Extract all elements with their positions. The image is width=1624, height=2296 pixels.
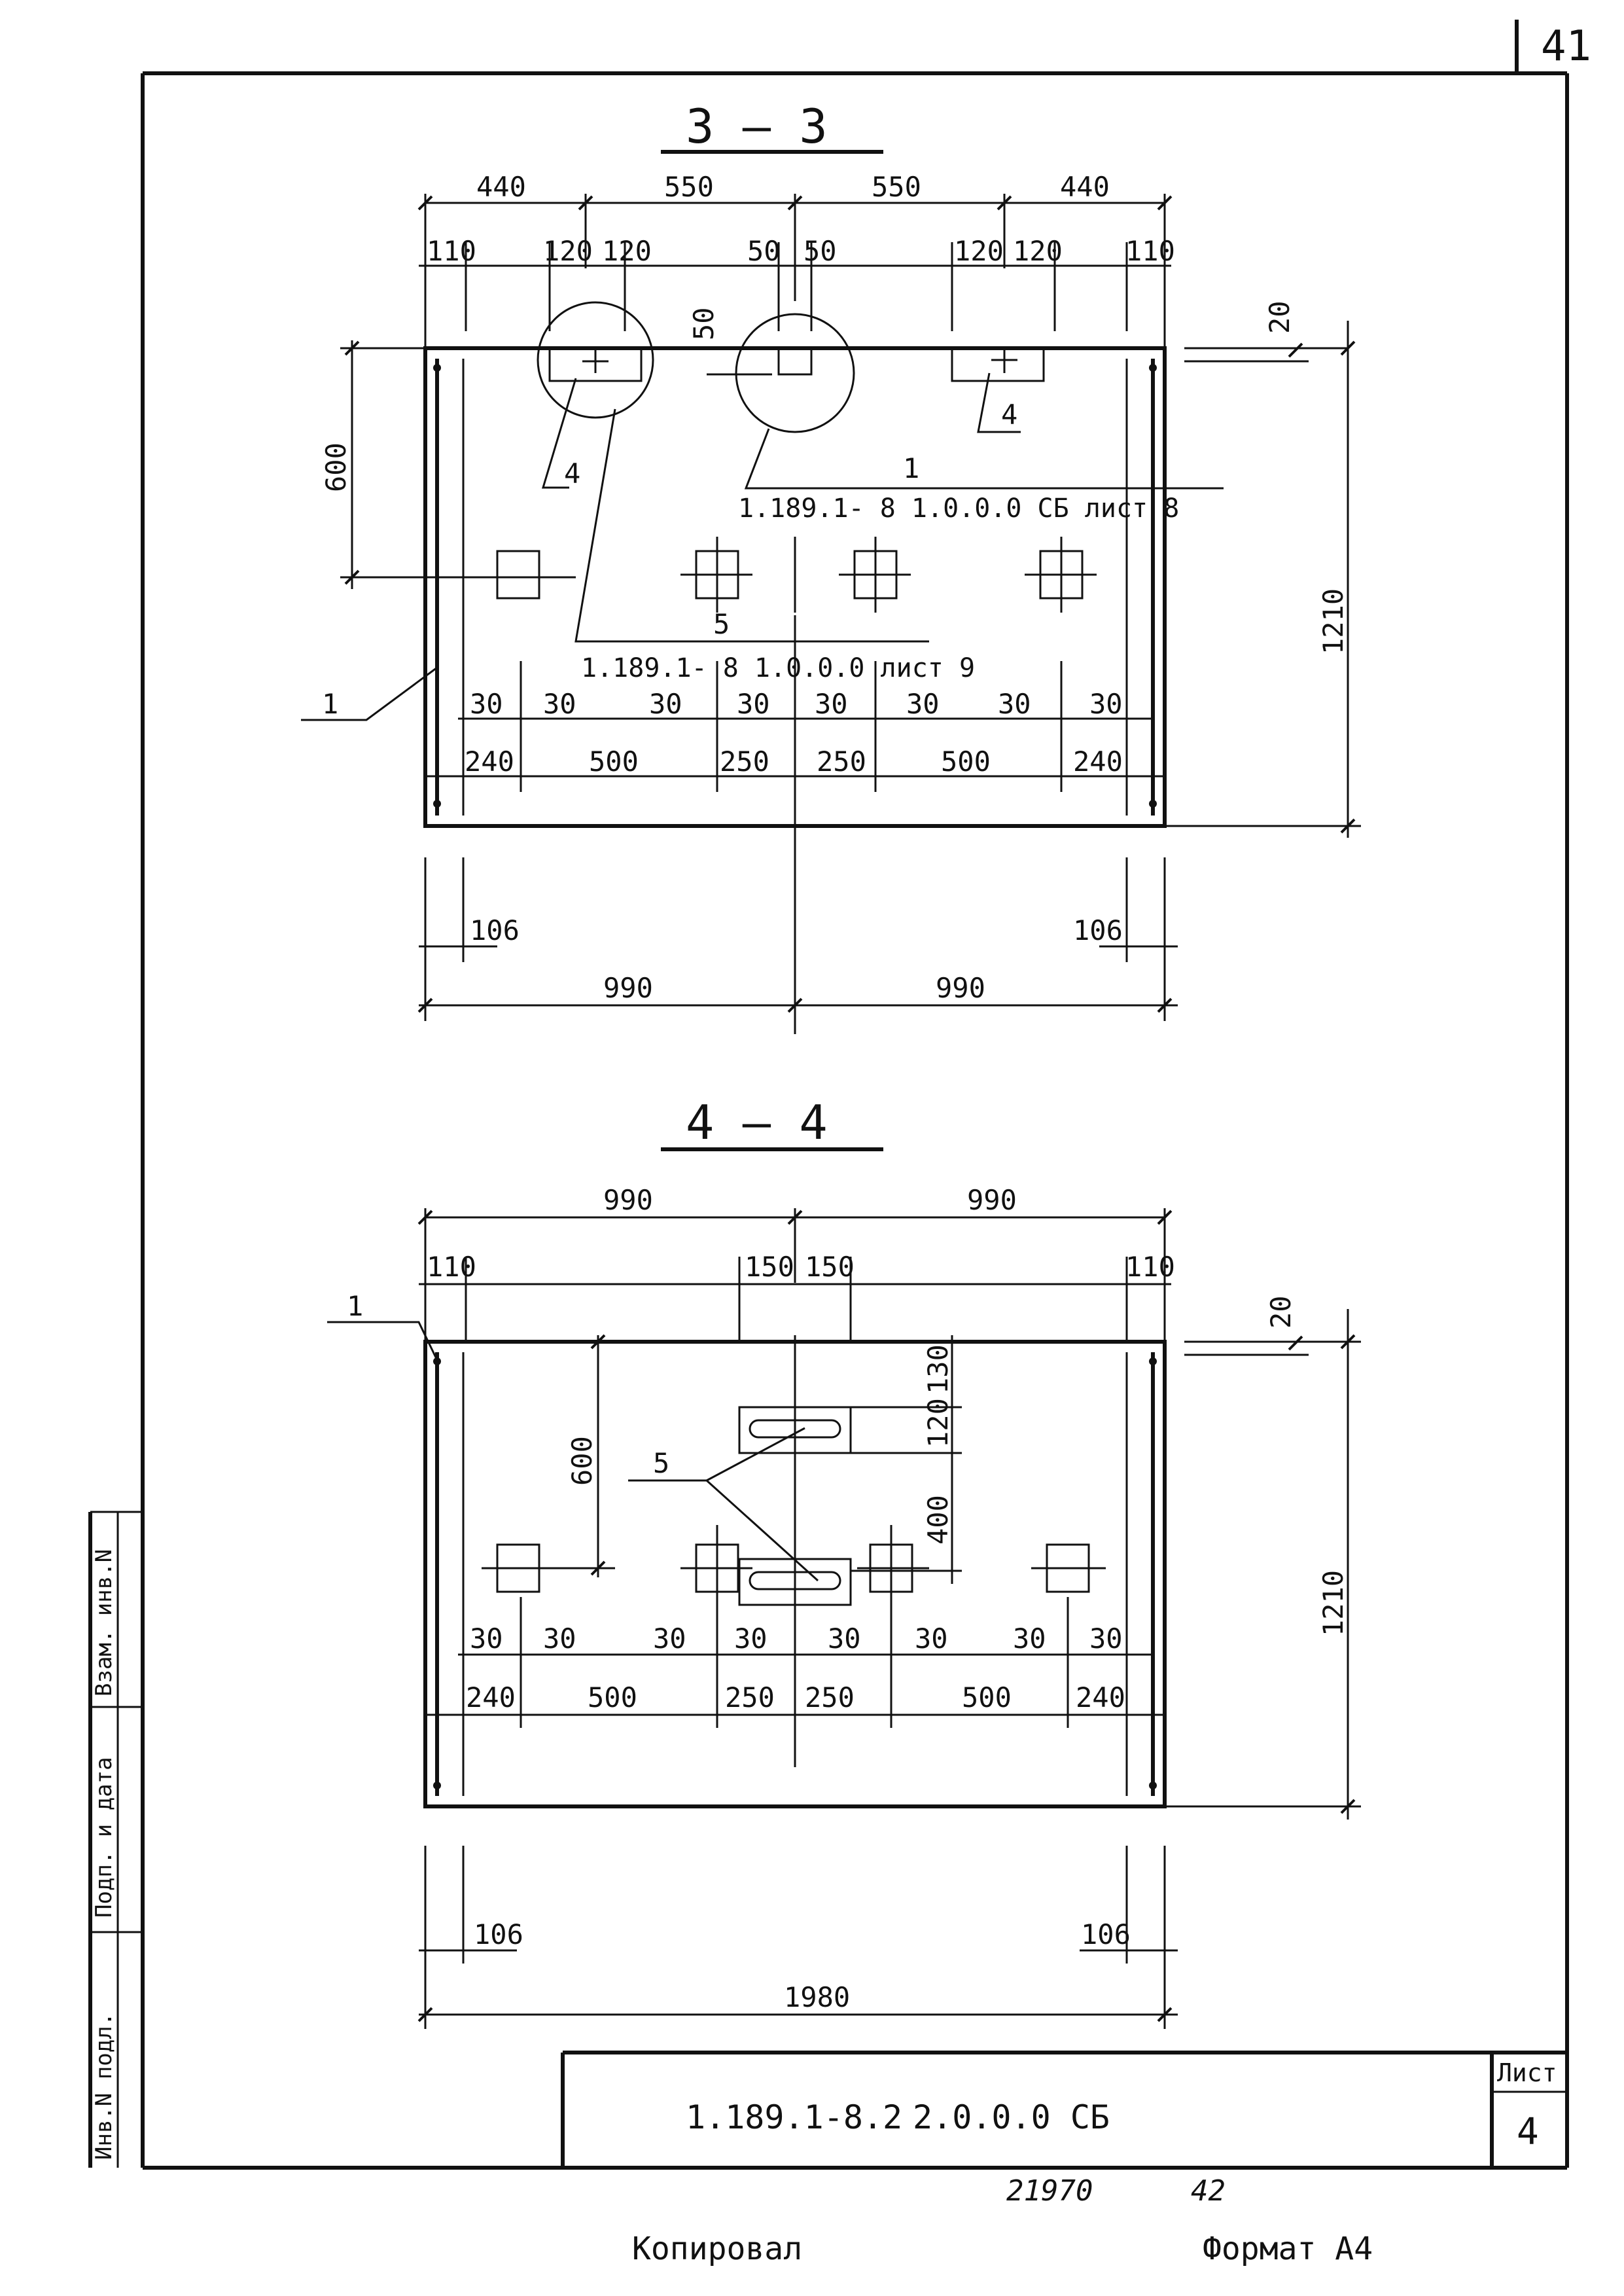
label-3-3-5: 5 — [713, 608, 730, 640]
section-3-3: 3 — 3 440 550 550 440 — [301, 99, 1361, 1034]
assembly-code: 2.0.0.0 СБ — [913, 2098, 1110, 2136]
ref-3-3-1: 1.189.1- 8 1.0.0.0 СБ лист 8 — [738, 493, 1179, 524]
dim-3-3-sub-7: 120 — [1013, 235, 1063, 267]
dim-4-4-sub-3: 150 — [805, 1251, 855, 1283]
dim-4-4-row-3: 250 — [725, 1681, 775, 1713]
dim-4-4-row-2: 500 — [588, 1681, 637, 1713]
dim-3-3-30-1: 30 — [470, 688, 503, 720]
sheet-number: 41 — [1541, 22, 1591, 71]
dim-3-3-top-1: 440 — [476, 171, 526, 203]
list-label: Лист — [1497, 2058, 1557, 2087]
dim-4-4-106-right: 106 — [1081, 1918, 1131, 1950]
side-stamp-podp-data: Подп. и дата — [91, 1757, 117, 1918]
dim-3-3-30-8: 30 — [1089, 688, 1123, 720]
dim-4-4-106-left: 106 — [474, 1918, 523, 1950]
dim-4-4-600: 600 — [566, 1436, 598, 1486]
dim-4-4-row-4: 250 — [805, 1681, 855, 1713]
dim-4-4-120: 120 — [922, 1398, 954, 1448]
dim-4-4-row-5: 500 — [962, 1681, 1012, 1713]
dim-3-3-50: 50 — [688, 307, 720, 340]
dim-4-4-sub-1: 110 — [427, 1251, 476, 1283]
side-stamp-inv-podl: Инв.N подл. — [91, 2013, 117, 2160]
dim-3-3-sub-8: 110 — [1125, 235, 1175, 267]
label-3-3-4b: 4 — [1001, 399, 1017, 431]
dim-4-4-130: 130 — [922, 1344, 954, 1394]
dim-4-4-30-2: 30 — [543, 1623, 576, 1655]
dim-3-3-30-3: 30 — [649, 688, 682, 720]
dim-4-4-30-6: 30 — [915, 1623, 948, 1655]
label-3-3-4a: 4 — [564, 457, 580, 490]
dim-3-3-row-2: 500 — [589, 745, 639, 778]
ref-3-3-5: 1.189.1- 8 1.0.0.0 лист 9 — [581, 653, 975, 683]
side-stamp: Инв.N подл. Подп. и дата Взам. инв.N — [88, 1511, 143, 2168]
dim-4-4-30-4: 30 — [734, 1623, 768, 1655]
dim-3-3-600: 600 — [320, 442, 352, 492]
dim-3-3-106-right: 106 — [1073, 914, 1123, 946]
label-3-3-1: 1 — [322, 688, 338, 720]
dim-3-3-row-1: 240 — [465, 745, 514, 778]
dim-3-3-row-3: 250 — [720, 745, 769, 778]
dim-4-4-30-7: 30 — [1013, 1623, 1046, 1655]
dim-4-4-1210: 1210 — [1317, 1570, 1349, 1636]
section-4-4-title: 4 — 4 — [686, 1095, 828, 1150]
dim-3-3-top-2: 550 — [664, 171, 714, 203]
section-3-3-title: 3 — 3 — [686, 99, 828, 154]
side-stamp-vzam-inv: Взам. инв.N — [91, 1549, 117, 1696]
dim-3-3-106-left: 106 — [470, 914, 520, 946]
dim-3-3-row-4: 250 — [817, 745, 866, 778]
dim-4-4-sub-4: 110 — [1125, 1251, 1175, 1283]
dim-3-3-sub-6: 120 — [954, 235, 1004, 267]
dim-3-3-sub-1: 110 — [427, 235, 476, 267]
dim-4-4-20: 20 — [1265, 1295, 1297, 1329]
dim-3-3-sub-2: 120 — [543, 235, 593, 267]
dim-3-3-bottom-2: 990 — [936, 972, 985, 1004]
label-4-4-1: 1 — [347, 1290, 363, 1322]
dim-4-4-400: 400 — [922, 1495, 954, 1545]
dim-3-3-row-5: 500 — [941, 745, 991, 778]
dim-3-3-bottom-1: 990 — [603, 972, 653, 1004]
drawing-code: 1.189.1-8.2 — [686, 2098, 902, 2136]
sheet-frame — [141, 20, 1569, 2170]
label-4-4-5: 5 — [653, 1447, 669, 1479]
dim-4-4-sub-2: 150 — [745, 1251, 794, 1283]
stamp-page: 42 — [1191, 2174, 1226, 2208]
dim-4-4-30-3: 30 — [653, 1623, 686, 1655]
dim-3-3-top-3: 550 — [872, 171, 921, 203]
dim-3-3-sub-3: 120 — [602, 235, 652, 267]
dim-3-3-30-5: 30 — [815, 688, 848, 720]
stamp-number: 21970 — [1006, 2174, 1093, 2208]
section-4-4: 4 — 4 990 990 110 150 150 110 — [327, 1095, 1361, 2029]
dim-3-3-1210: 1210 — [1317, 588, 1349, 655]
dim-4-4-top-2: 990 — [967, 1184, 1017, 1216]
dim-4-4-row-6: 240 — [1076, 1681, 1125, 1713]
dim-3-3-30-7: 30 — [998, 688, 1031, 720]
dim-3-3-top-4: 440 — [1060, 171, 1110, 203]
dim-3-3-30-2: 30 — [543, 688, 576, 720]
dim-3-3-30-4: 30 — [737, 688, 770, 720]
dim-4-4-30-1: 30 — [470, 1623, 503, 1655]
dim-4-4-1980: 1980 — [784, 1981, 850, 2013]
dim-4-4-top-1: 990 — [603, 1184, 653, 1216]
label-3-3-1-ref: 1 — [903, 452, 919, 484]
dim-3-3-30-6: 30 — [906, 688, 940, 720]
dim-3-3-20: 20 — [1263, 300, 1296, 334]
format-label: Формат А4 — [1203, 2231, 1373, 2267]
dim-4-4-30-8: 30 — [1089, 1623, 1123, 1655]
dim-4-4-row-1: 240 — [466, 1681, 516, 1713]
dim-3-3-row-6: 240 — [1073, 745, 1123, 778]
dim-3-3-sub-5: 50 — [803, 235, 837, 267]
dim-4-4-30-5: 30 — [828, 1623, 861, 1655]
list-value: 4 — [1517, 2111, 1539, 2153]
copied-label: Копировал — [632, 2231, 802, 2267]
dim-3-3-sub-4: 50 — [747, 235, 781, 267]
title-block — [561, 2051, 1567, 2168]
